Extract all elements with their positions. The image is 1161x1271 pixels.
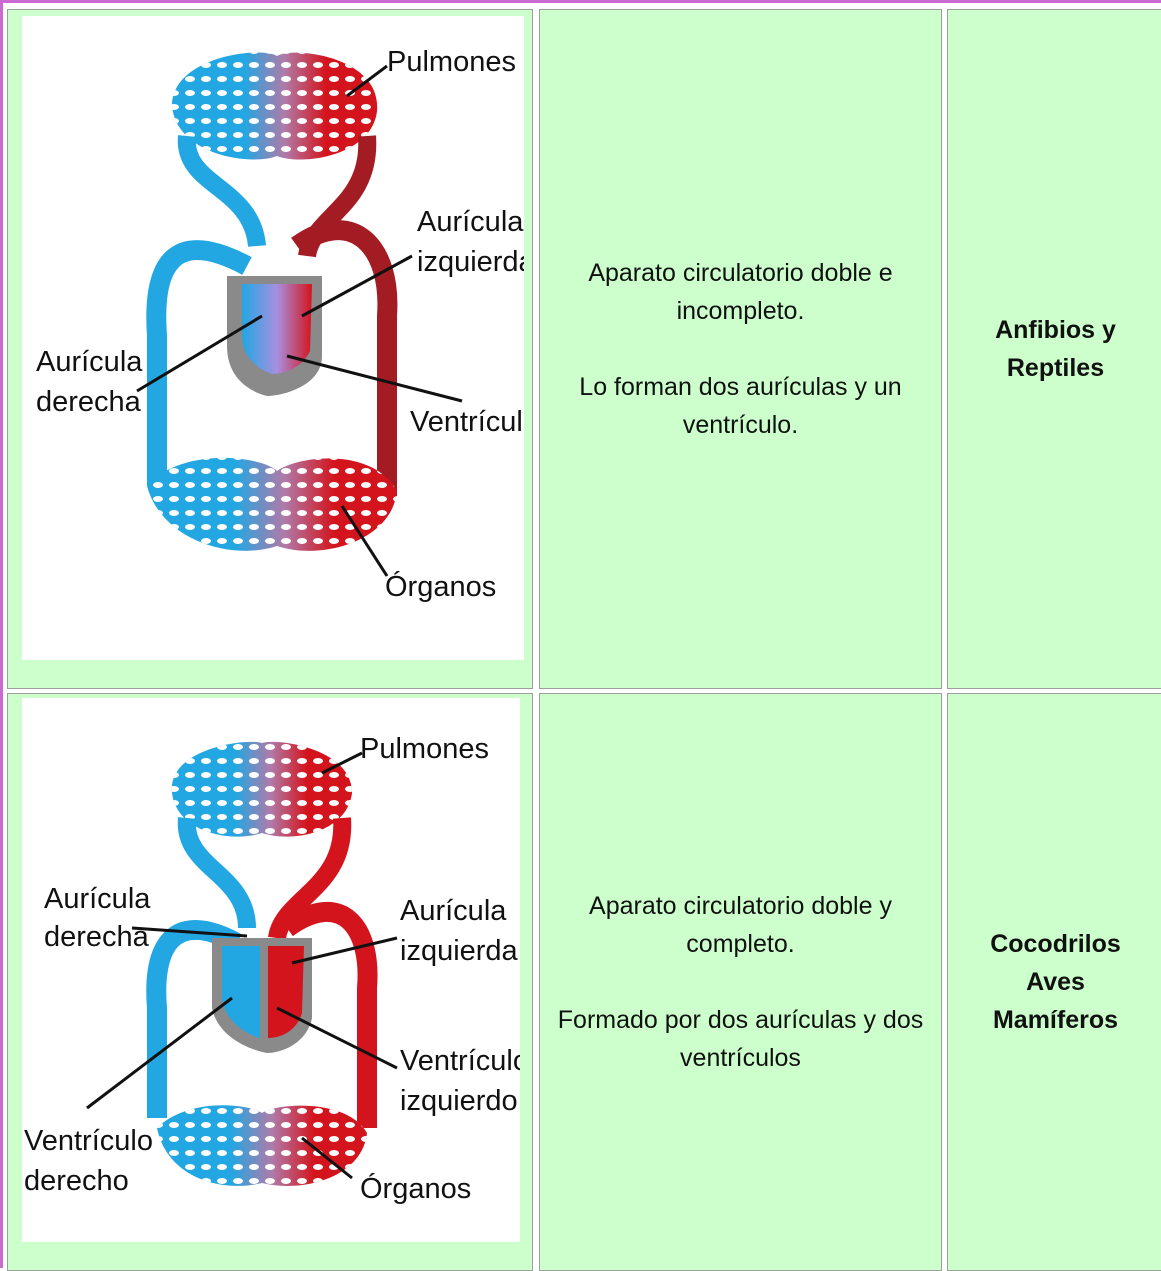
- label-organos: Órganos: [360, 1172, 471, 1205]
- row1-description-line2: Lo forman dos aurículas y un ventrículo.: [552, 368, 929, 444]
- row2-group-aves: Aves: [1026, 963, 1085, 1001]
- row2-description-line1: Aparato circulatorio doble y completo.: [552, 887, 929, 963]
- row1-circulation-diagram: Pulmones Aurícula izquierda Aurícula der…: [22, 16, 524, 660]
- label-ventriculo: Ventrículo: [410, 406, 524, 438]
- label-pulmones: Pulmones: [387, 46, 516, 78]
- row1-group-label: Anfibios y Reptiles: [956, 311, 1155, 387]
- label-auricula-izquierda-1: Aurícula: [400, 895, 507, 927]
- label-auricula-derecha-2: derecha: [44, 921, 150, 953]
- row2-diagram-cell: Pulmones Aurícula derecha Aurícula izqui…: [7, 693, 533, 1271]
- row2-circulation-diagram: Pulmones Aurícula derecha Aurícula izqui…: [22, 698, 520, 1242]
- label-pulmones: Pulmones: [360, 733, 489, 765]
- row1-description-cell: Aparato circulatorio doble e incompleto.…: [539, 9, 942, 689]
- label-ventriculo-derecho-2: derecho: [24, 1165, 129, 1197]
- label-organos: Órganos: [385, 570, 496, 603]
- label-auricula-derecha-1: Aurícula: [36, 346, 143, 378]
- label-auricula-izquierda-2: izquierda: [400, 935, 519, 967]
- label-auricula-derecha-1: Aurícula: [44, 883, 151, 915]
- label-ventriculo-izquierdo-2: izquierdo: [400, 1085, 518, 1117]
- row1-description-line1: Aparato circulatorio doble e incompleto.: [552, 254, 929, 330]
- label-auricula-derecha-2: derecha: [36, 386, 142, 418]
- row2-group-mamiferos: Mamíferos: [993, 1001, 1118, 1039]
- row1-group-cell: Anfibios y Reptiles: [947, 9, 1161, 689]
- label-ventriculo-derecho-1: Ventrículo: [24, 1125, 153, 1157]
- row1-diagram-cell: Pulmones Aurícula izquierda Aurícula der…: [7, 9, 533, 689]
- label-auricula-izquierda-1: Aurícula: [417, 206, 524, 238]
- row2-description-cell: Aparato circulatorio doble y completo. F…: [539, 693, 942, 1271]
- row2-group-cocodrilos: Cocodrilos: [990, 925, 1121, 963]
- row2-group-cell: Cocodrilos Aves Mamíferos: [947, 693, 1161, 1271]
- label-auricula-izquierda-2: izquierda: [417, 246, 524, 278]
- row2-description-line2: Formado por dos aurículas y dos ventrícu…: [552, 1001, 929, 1077]
- label-ventriculo-izquierdo-1: Ventrículo: [400, 1045, 520, 1077]
